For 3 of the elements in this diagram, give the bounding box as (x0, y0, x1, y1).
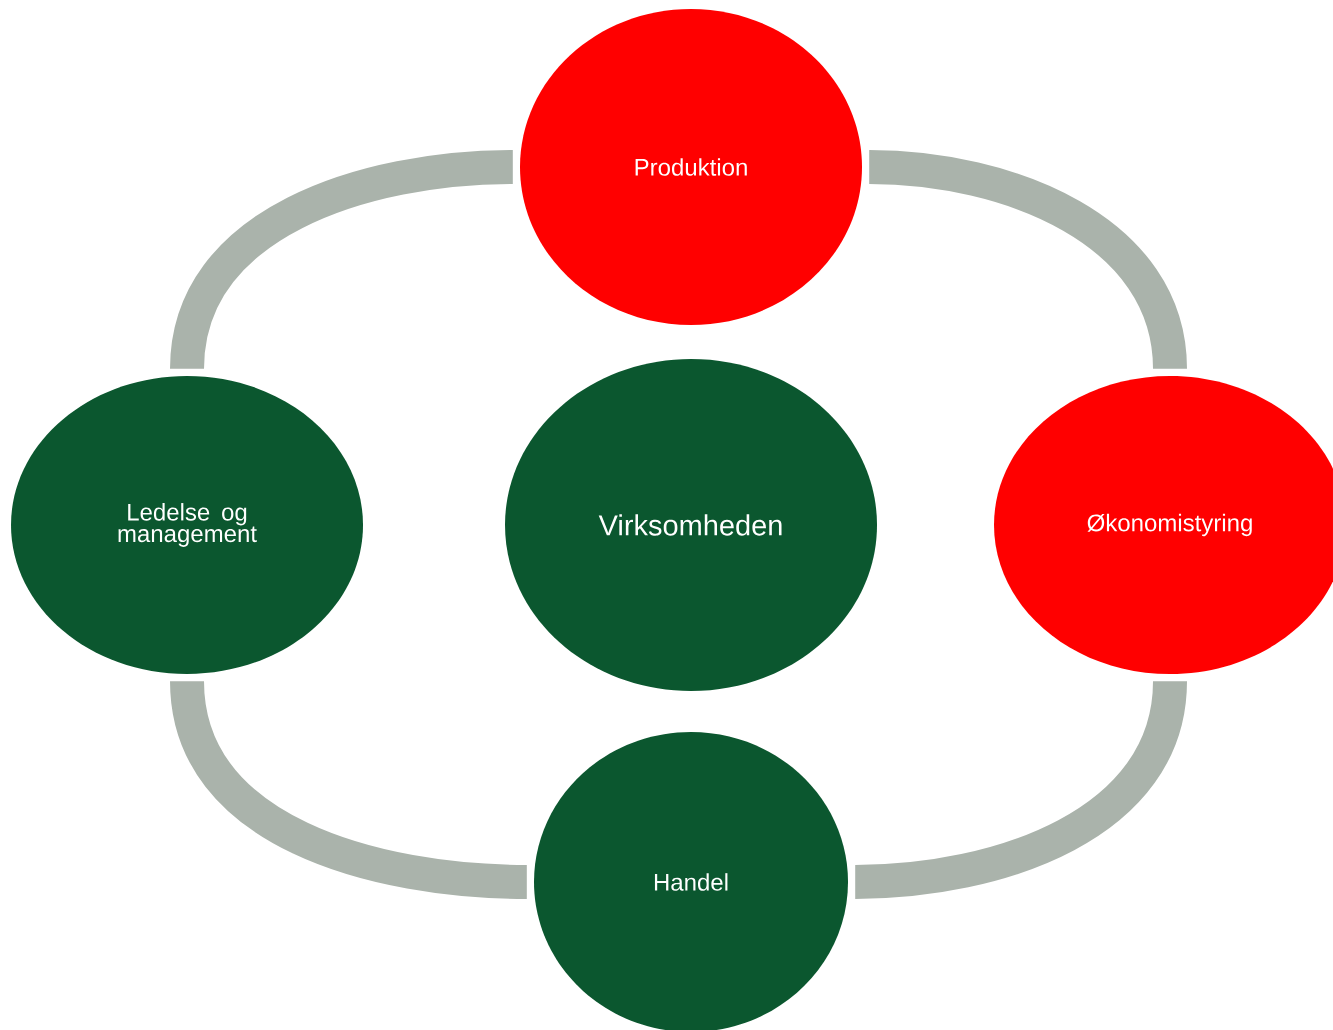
ellipse-node: Virksomheden (505, 359, 877, 691)
ellipse-node: Produktion (520, 9, 862, 325)
ellipse-node: Ledelse og management (11, 376, 363, 674)
